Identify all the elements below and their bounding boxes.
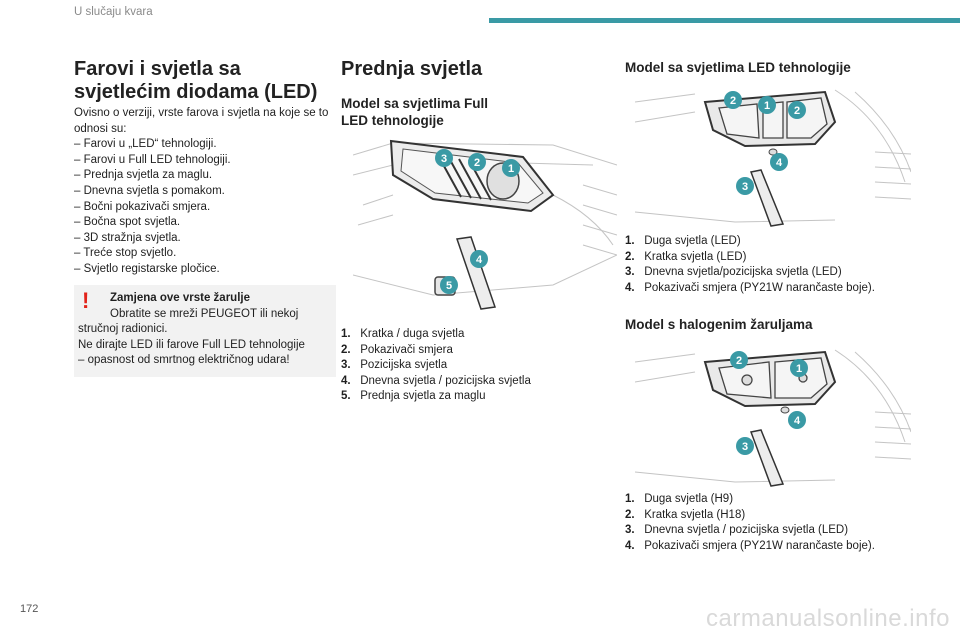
led-headlamp-svg: 2 1 2 4 3 [635,89,911,227]
full-led-parts-list: 1. Kratka / duga svjetla 2. Pokazivači s… [341,327,531,405]
section-title-front-lights: Prednja svjetla [341,58,483,80]
callout-label: 1 [764,100,770,112]
list-item: 2. Pokazivači smjera [341,343,453,356]
light-types-list: – Farovi u „LED“ tehnologiji. – Farovi u… [74,137,336,277]
subtitle-halogen-model: Model s halogenim žaruljama [625,317,813,332]
list-item: – Bočna spot svjetla. [74,216,181,229]
intro-text: Ovisno o verziji, vrste farova i svjetla… [74,107,329,135]
list-item: 2. Kratka svjetla (H18) [625,508,746,521]
subtitle-line: LED tehnologije [341,113,444,128]
callout-label: 2 [794,105,800,117]
warning-title: Zamjena ove vrste žarulje [110,292,250,304]
list-item: – Prednja svjetla za maglu. [74,169,213,182]
full-led-headlamp-illustration: 3 2 1 4 5 [353,135,617,313]
subtitle-line: Model sa svjetlima Full [341,96,489,111]
subtitle-full-led: Model sa svjetlima Full LED tehnologije [341,95,488,129]
list-item: – Svjetlo registarske pločice. [74,262,220,275]
callout-label: 3 [742,181,748,193]
callout-label: 3 [742,441,748,453]
list-item: – 3D stražnja svjetla. [74,231,181,244]
halogen-headlamp-illustration: 2 1 4 3 [635,342,911,487]
led-parts-list: 1. Duga svjetla (LED) 2. Kratka svjetla … [625,234,875,296]
list-item: – Farovi u „LED“ tehnologiji. [74,138,217,151]
list-item: 5. Prednja svjetla za maglu [341,390,486,403]
callout-label: 3 [441,153,447,165]
callout-label: 1 [796,363,802,375]
subtitle-led-model: Model sa svjetlima LED tehnologije [625,60,851,75]
warning-box: ! Zamjena ove vrste žarulje Obratite se … [74,285,336,377]
list-item: 4. Pokazivači smjera (PY21W narančaste b… [625,281,875,294]
led-headlamp-illustration: 2 1 2 4 3 [635,82,911,227]
section-title-led: Farovi i svjetla sa svjetlećim diodama (… [74,58,318,103]
warning-text: – opasnost od smrtnog električnog udara! [78,354,290,367]
list-item: 3. Dnevna svjetla/pozicijska svjetla (LE… [625,266,842,279]
callout-label: 2 [730,95,736,107]
list-item: – Farovi u Full LED tehnologiji. [74,153,231,166]
callout-label: 4 [476,254,483,266]
callout-label: 4 [776,157,783,169]
list-item: – Dnevna svjetla s pomakom. [74,184,225,197]
callout-label: 5 [446,280,452,292]
list-item: – Treće stop svjetlo. [74,247,177,260]
warning-text: stručnoj radionici. [78,323,168,336]
list-item: – Bočni pokazivači smjera. [74,200,211,213]
callout-label: 4 [794,415,801,427]
list-item: 1. Duga svjetla (LED) [625,235,741,247]
list-item: 4. Dnevna svjetla / pozicijska svjetla [341,374,531,387]
full-led-headlamp-svg: 3 2 1 4 5 [353,139,617,310]
watermark: carmanualsonline.info [706,605,950,632]
list-item: 3. Dnevna svjetla / pozicijska svjetla (… [625,524,849,537]
halogen-headlamp-svg: 2 1 4 3 [635,349,911,487]
list-item: 2. Kratka svjetla (LED) [625,250,747,263]
warning-text: Obratite se mreži PEUGEOT ili nekoj [110,307,299,320]
list-item: 3. Pozicijska svjetla [341,359,448,372]
callout-label: 2 [474,157,480,169]
intro-block: Ovisno o verziji, vrste farova i svjetla… [74,106,336,278]
list-item: 1. Kratka / duga svjetla [341,328,465,340]
exclamation-icon: ! [82,288,90,313]
list-item: 4. Pokazivači smjera (PY21W narančaste b… [625,539,875,552]
page-number: 172 [20,603,39,615]
list-item: 1. Duga svjetla (H9) [625,493,734,505]
callout-label: 1 [508,163,514,175]
warning-text: Ne dirajte LED ili farove Full LED tehno… [78,338,305,351]
chapter-title: U slučaju kvara [74,6,153,18]
header-accent-bar [489,18,960,23]
callout-label: 2 [736,355,742,367]
halogen-parts-list: 1. Duga svjetla (H9) 2. Kratka svjetla (… [625,492,875,554]
